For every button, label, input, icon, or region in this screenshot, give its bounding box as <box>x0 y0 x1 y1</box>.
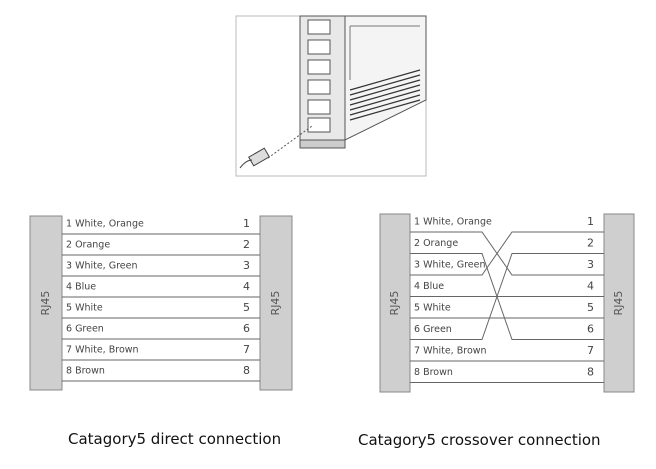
crossover-wire-label: 1 White, Orange <box>414 217 492 228</box>
direct-left-rj45-label: RJ45 <box>39 291 52 316</box>
crossover-pin-number: 4 <box>587 280 594 293</box>
crossover-wire-label: 4 Blue <box>414 281 444 292</box>
crossover-pin-number: 8 <box>587 366 594 379</box>
crossover-pin-number: 7 <box>587 344 594 357</box>
direct-wire-label: 4 Blue <box>66 282 96 293</box>
switch-port-illustration <box>235 15 427 177</box>
crossover-left-rj45-label: RJ45 <box>388 291 401 316</box>
crossover-wire-label: 2 Orange <box>414 238 458 249</box>
direct-pin-number: 3 <box>243 259 250 272</box>
crossover-connection-diagram: RJ45 RJ45 1 White, Orange 1 2 Orange 2 3 White… <box>379 213 635 393</box>
crossover-wire-label: 5 White <box>414 303 451 314</box>
direct-wire-label: 7 White, Brown <box>66 345 139 356</box>
direct-pin-number: 8 <box>243 364 250 377</box>
crossover-left-connector <box>379 213 411 393</box>
direct-wire-label: 6 Green <box>66 324 104 335</box>
direct-right-rj45-label: RJ45 <box>269 291 282 316</box>
direct-right-connector <box>259 215 293 391</box>
crossover-right-connector <box>603 213 635 393</box>
direct-wire-label: 2 Orange <box>66 240 110 251</box>
direct-pin-number: 6 <box>243 322 250 335</box>
crossover-pin-number: 5 <box>587 301 594 314</box>
direct-pin-number: 5 <box>243 301 250 314</box>
direct-pin-number: 4 <box>243 280 250 293</box>
crossover-right-rj45-label: RJ45 <box>612 291 625 316</box>
direct-pin-number: 2 <box>243 238 250 251</box>
direct-connection-caption: Catagory5 direct connection <box>68 430 282 448</box>
crossover-pin-number: 3 <box>587 258 594 271</box>
crossover-wire-label: 6 Green <box>414 324 452 335</box>
crossover-pin-number: 6 <box>587 323 594 336</box>
crossover-wire <box>410 231 604 276</box>
crossover-wire <box>410 253 604 340</box>
crossover-pin-number: 1 <box>587 215 594 228</box>
direct-pin-number: 1 <box>243 217 250 230</box>
direct-pin-number: 7 <box>243 343 250 356</box>
direct-wire-label: 8 Brown <box>66 366 105 377</box>
crossover-wire-label: 8 Brown <box>414 367 453 378</box>
direct-left-connector <box>29 215 63 391</box>
direct-wire-label: 1 White, Orange <box>66 219 144 230</box>
direct-wire-label: 3 White, Green <box>66 261 138 272</box>
crossover-pin-number: 2 <box>587 237 594 250</box>
direct-wire-label: 5 White <box>66 303 103 314</box>
crossover-wire-label: 7 White, Brown <box>414 346 487 357</box>
crossover-wire-label: 3 White, Green <box>414 260 486 271</box>
direct-connection-diagram: RJ45 RJ45 1 White, Orange 1 2 Orange 2 3 White… <box>29 215 293 391</box>
crossover-connection-caption: Catagory5 crossover connection <box>358 431 601 449</box>
